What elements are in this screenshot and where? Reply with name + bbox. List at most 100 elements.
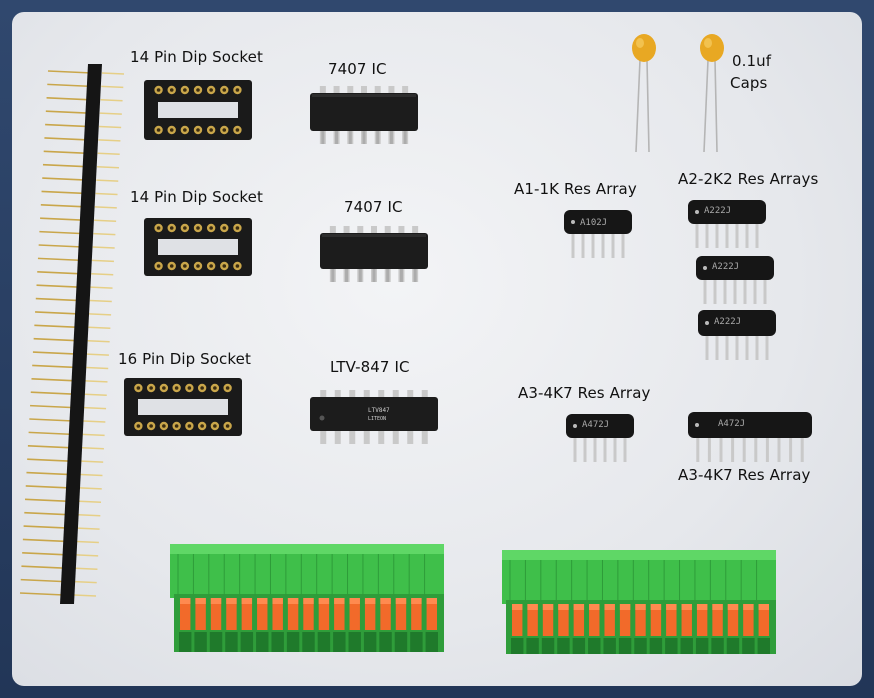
terminal-lever-top bbox=[349, 598, 360, 604]
res-a3-marking-large: A472J bbox=[718, 419, 745, 429]
header-body bbox=[60, 64, 102, 604]
res-pin bbox=[753, 274, 757, 304]
header-pin-right bbox=[73, 594, 97, 597]
cap-shine bbox=[704, 38, 712, 48]
header-pin-left bbox=[45, 110, 90, 114]
terminal-slot bbox=[379, 632, 392, 652]
header-pin-left bbox=[43, 150, 88, 155]
socket-hole bbox=[156, 128, 161, 132]
header-pin-right bbox=[75, 567, 98, 570]
terminal-lever bbox=[512, 604, 523, 636]
res-pin bbox=[715, 218, 719, 248]
terminal-lever-top bbox=[364, 598, 376, 604]
terminal-slot bbox=[588, 638, 601, 654]
header-pin-left bbox=[42, 163, 88, 168]
terminal-slot bbox=[680, 638, 693, 654]
terminal-slot bbox=[618, 638, 632, 654]
terminal-slot bbox=[634, 638, 647, 654]
cap-lead-left bbox=[703, 59, 709, 153]
label-14-pin-dip-socket-top: 14 Pin Dip Socket bbox=[130, 48, 263, 66]
header-pin-right bbox=[84, 393, 107, 396]
socket-hole bbox=[196, 88, 200, 92]
header-pin-left bbox=[35, 311, 80, 315]
header-pin-left bbox=[37, 257, 82, 262]
socket-hole bbox=[136, 424, 141, 428]
res-pin bbox=[581, 228, 585, 258]
terminal-lever bbox=[364, 598, 376, 630]
header-pin-left bbox=[47, 83, 92, 88]
res-pin bbox=[715, 330, 719, 360]
header-pin-right bbox=[97, 152, 120, 156]
terminal-lever bbox=[635, 604, 646, 636]
terminal-lever-top bbox=[743, 604, 754, 610]
socket-hole bbox=[183, 264, 187, 268]
ltv-marking-line2: LITEON bbox=[368, 416, 386, 422]
ic-pin-top bbox=[343, 226, 350, 236]
terminal-slot bbox=[240, 632, 254, 652]
res-pin bbox=[765, 432, 769, 462]
terminal-lever bbox=[527, 604, 538, 636]
header-pin-right bbox=[86, 366, 109, 370]
terminal-lever bbox=[380, 598, 391, 630]
header-pin-left bbox=[31, 378, 76, 382]
header-pin-right bbox=[88, 326, 111, 330]
res-pin bbox=[611, 228, 615, 258]
socket-hole bbox=[235, 264, 240, 268]
header-pin-right bbox=[90, 286, 113, 289]
socket-hole bbox=[209, 128, 213, 132]
ic-pin-top bbox=[349, 390, 356, 400]
terminal-slot bbox=[603, 638, 616, 654]
header-pin-right bbox=[84, 406, 107, 410]
res-pin bbox=[789, 432, 793, 462]
ic-pin-shade bbox=[358, 268, 362, 282]
terminal-slot bbox=[286, 632, 300, 652]
socket-hole bbox=[187, 386, 192, 390]
header-pin-right bbox=[74, 580, 97, 584]
terminal-block-left bbox=[170, 544, 444, 652]
res-pin bbox=[593, 432, 597, 462]
terminal-slot bbox=[511, 638, 524, 654]
ic-pin-bottom bbox=[363, 430, 370, 444]
ic-body bbox=[310, 93, 418, 131]
terminal-slot bbox=[557, 638, 570, 654]
terminal-lever-top bbox=[604, 604, 615, 610]
terminal-lever bbox=[666, 604, 677, 636]
res-body bbox=[698, 310, 776, 336]
ic-pin-shade bbox=[372, 268, 376, 282]
ic-pin-top bbox=[374, 86, 381, 96]
terminal-lever bbox=[604, 604, 615, 636]
socket-hole bbox=[162, 424, 166, 428]
ic-body bbox=[310, 397, 438, 431]
dip-socket-14-pin-top bbox=[144, 80, 252, 140]
ic-pin-top bbox=[407, 390, 414, 400]
socket-hole bbox=[222, 226, 227, 230]
terminal-lever bbox=[696, 604, 708, 636]
terminal-lever bbox=[334, 598, 345, 630]
terminal-block-right bbox=[502, 550, 776, 654]
terminal-lever-top bbox=[380, 598, 391, 604]
socket-hole bbox=[222, 88, 227, 92]
res-dot bbox=[695, 423, 699, 427]
header-pin-left bbox=[32, 364, 77, 369]
socket-hole bbox=[235, 226, 240, 230]
header-pin-right bbox=[94, 219, 117, 222]
res-pin bbox=[754, 432, 758, 462]
header-pin-left bbox=[33, 337, 78, 342]
res-dot bbox=[571, 220, 575, 224]
res-body bbox=[696, 256, 774, 280]
ic-pin-top bbox=[412, 226, 419, 236]
terminal-lever bbox=[395, 598, 407, 630]
terminal-slot bbox=[526, 638, 539, 654]
terminal-slot bbox=[363, 632, 377, 652]
ic-pin-bottom bbox=[407, 430, 414, 444]
res-pin bbox=[573, 432, 577, 462]
dip-socket-14-pin-middle bbox=[144, 218, 252, 276]
socket-window bbox=[158, 239, 238, 255]
ic-pin-top bbox=[319, 86, 326, 96]
label-7407-ic-top: 7407 IC bbox=[328, 60, 387, 78]
label-a1-res-array: A1-1K Res Array bbox=[514, 180, 637, 198]
ic-pin-top bbox=[329, 226, 336, 236]
terminal-lever bbox=[758, 604, 769, 636]
res-dot bbox=[695, 210, 699, 214]
terminal-lever bbox=[318, 598, 330, 630]
